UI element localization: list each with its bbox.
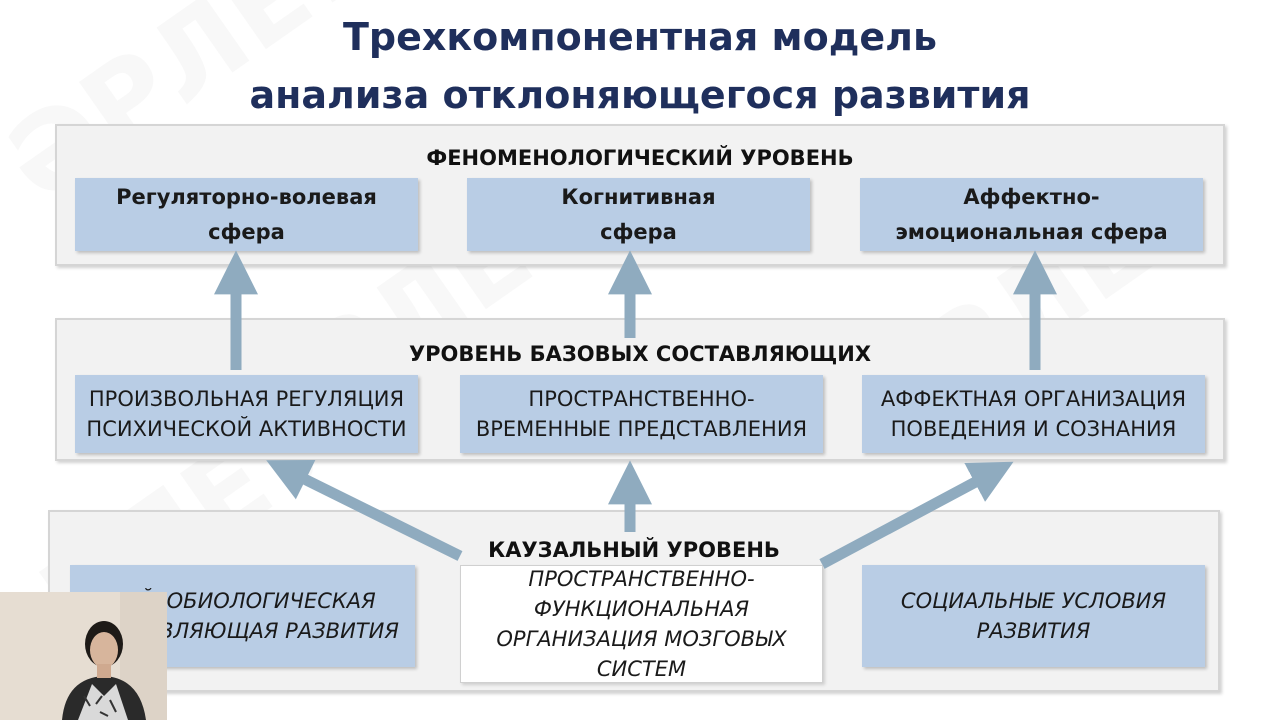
affective-organization-label: АФФЕКТНАЯ ОРГАНИЗАЦИЯ ПОВЕДЕНИЯ И СОЗНАН… <box>880 387 1187 441</box>
spatial-functional-organization-label: ПРОСТРАНСТВЕННО- ФУНКЦИОНАЛЬНАЯ ОРГАНИЗА… <box>496 567 787 681</box>
presenter-webcam <box>0 592 167 720</box>
social-conditions-label: СОЦИАЛЬНЫЕ УСЛОВИЯ РАЗВИТИЯ <box>900 589 1167 643</box>
presenter-silhouette <box>0 592 167 720</box>
arrow-causal-to-affective <box>819 461 1014 569</box>
spatial-functional-organization-box: ПРОСТРАНСТВЕННО- ФУНКЦИОНАЛЬНАЯ ОРГАНИЗА… <box>460 565 823 683</box>
basic-components-level-title: УРОВЕНЬ БАЗОВЫХ СОСТАВЛЯЮЩИХ <box>408 342 872 366</box>
spatio-temporal-representations-box: ПРОСТРАНСТВЕННО- ВРЕМЕННЫЕ ПРЕДСТАВЛЕНИЯ <box>460 375 823 453</box>
affective-emotional-sphere-label: Аффектно- эмоциональная сфера <box>895 184 1168 244</box>
regulatory-volitional-sphere-box: Регуляторно-волевая сфера <box>75 178 418 251</box>
phenomenological-level-title: ФЕНОМЕНОЛОГИЧЕСКИЙ УРОВЕНЬ <box>426 146 854 170</box>
cognitive-sphere-box: Когнитивная сфера <box>467 178 810 251</box>
affective-emotional-sphere-box: Аффектно- эмоциональная сфера <box>860 178 1203 251</box>
arrow-causal-to-regulation <box>266 459 463 561</box>
causal-level-title: КАУЗАЛЬНЫЙ УРОВЕНЬ <box>488 538 780 562</box>
slide-title-line1: Трехкомпонентная модель <box>342 15 938 59</box>
voluntary-regulation-label: ПРОИЗВОЛЬНАЯ РЕГУЛЯЦИЯ ПСИХИЧЕСКОЙ АКТИВ… <box>86 387 407 441</box>
voluntary-regulation-box: ПРОИЗВОЛЬНАЯ РЕГУЛЯЦИЯ ПСИХИЧЕСКОЙ АКТИВ… <box>75 375 418 453</box>
social-conditions-box: СОЦИАЛЬНЫЕ УСЛОВИЯ РАЗВИТИЯ <box>862 565 1205 667</box>
spatio-temporal-representations-label: ПРОСТРАНСТВЕННО- ВРЕМЕННЫЕ ПРЕДСТАВЛЕНИЯ <box>475 387 808 441</box>
slide-title-line2: анализа отклоняющегося развития <box>249 73 1031 117</box>
cognitive-sphere-label: Когнитивная сфера <box>561 184 716 244</box>
regulatory-volitional-sphere-label: Регуляторно-волевая сфера <box>116 184 377 244</box>
affective-organization-box: АФФЕКТНАЯ ОРГАНИЗАЦИЯ ПОВЕДЕНИЯ И СОЗНАН… <box>862 375 1205 453</box>
slide-title: Трехкомпонентная модель анализа отклоняю… <box>0 8 1280 124</box>
